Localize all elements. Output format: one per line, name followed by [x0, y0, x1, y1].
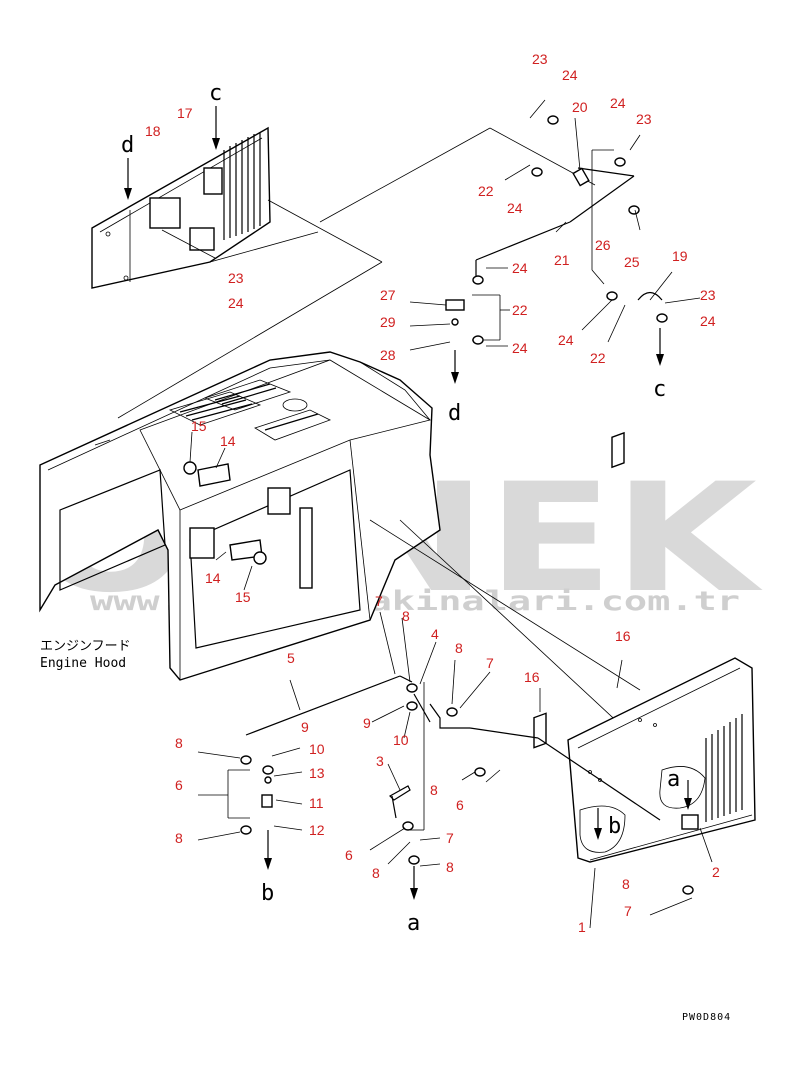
view-marker-b: b: [261, 881, 274, 906]
callout-28: 28: [380, 347, 396, 363]
hood-top-grille: [168, 379, 332, 441]
rod-assembly-bottom: [197, 611, 661, 900]
callout-8: 8: [372, 865, 380, 881]
callout-8: 8: [622, 876, 630, 892]
view-marker-a: a: [407, 911, 420, 936]
callout-10: 10: [309, 741, 325, 757]
view-marker-b-door: b: [608, 814, 621, 839]
callout-7: 7: [486, 655, 494, 671]
view-marker-c-top: c: [209, 81, 222, 106]
callout-15: 15: [191, 418, 207, 434]
callout-16: 16: [615, 628, 631, 644]
callout-4: 4: [431, 626, 439, 642]
callout-1: 1: [578, 919, 586, 935]
callout-23: 23: [700, 287, 716, 303]
callout-24: 24: [700, 313, 716, 329]
callout-5: 5: [287, 650, 295, 666]
callout-9: 9: [301, 719, 309, 735]
callout-8: 8: [430, 782, 438, 798]
callout-24: 24: [512, 260, 528, 276]
callout-6: 6: [345, 847, 353, 863]
callout-21: 21: [554, 252, 570, 268]
callout-8: 8: [446, 859, 454, 875]
callout-14: 14: [205, 570, 221, 586]
callout-19: 19: [672, 248, 688, 264]
side-panel-grille: [223, 132, 261, 240]
callout-27: 27: [380, 287, 396, 303]
view-marker-d-top: d: [121, 133, 134, 158]
callout-7: 7: [446, 830, 454, 846]
callout-3: 3: [376, 753, 384, 769]
callout-11: 11: [309, 795, 324, 811]
view-marker-d: d: [448, 401, 461, 426]
callout-13: 13: [309, 765, 325, 781]
callout-20: 20: [572, 99, 588, 115]
callout-15: 15: [235, 589, 251, 605]
callout-6: 6: [456, 797, 464, 813]
callout-23: 23: [228, 270, 244, 286]
view-marker-a-door: a: [667, 767, 680, 792]
drawing-code: PW0D804: [682, 1012, 731, 1023]
callout-23: 23: [532, 51, 548, 67]
callout-24: 24: [507, 200, 523, 216]
callout-8: 8: [455, 640, 463, 656]
side-panel-left: [91, 126, 271, 289]
callout-22: 22: [590, 350, 606, 366]
view-marker-c: c: [653, 377, 666, 402]
callout-7: 7: [624, 903, 632, 919]
callout-14: 14: [220, 433, 236, 449]
door-grille: [705, 714, 743, 822]
engine-hood-body: [39, 351, 441, 681]
callout-24: 24: [228, 295, 244, 311]
callout-17: 17: [177, 105, 193, 121]
callout-29: 29: [380, 314, 396, 330]
callout-7: 7: [375, 593, 383, 609]
callout-8: 8: [175, 830, 183, 846]
caption-japanese: エンジンフード: [40, 639, 131, 654]
callout-8: 8: [175, 735, 183, 751]
callout-24: 24: [610, 95, 626, 111]
callout-24: 24: [512, 340, 528, 356]
side-door-right: [533, 431, 756, 929]
callout-18: 18: [145, 123, 161, 139]
callout-24: 24: [558, 332, 574, 348]
caption-english: Engine Hood: [40, 656, 126, 671]
callout-9: 9: [363, 715, 371, 731]
callout-2: 2: [712, 864, 720, 880]
callout-8: 8: [402, 608, 410, 624]
callout-24: 24: [562, 67, 578, 83]
callout-25: 25: [624, 254, 640, 270]
callouts: 17 18 23 24 23 24 20 24 23 22 24 21 26 2…: [145, 51, 720, 935]
callout-6: 6: [175, 777, 183, 793]
callout-16: 16: [524, 669, 540, 685]
callout-10: 10: [393, 732, 409, 748]
rod-assembly-top: [409, 99, 701, 384]
callout-26: 26: [595, 237, 611, 253]
callout-22: 22: [512, 302, 528, 318]
callout-22: 22: [478, 183, 494, 199]
callout-23: 23: [636, 111, 652, 127]
callout-12: 12: [309, 822, 325, 838]
